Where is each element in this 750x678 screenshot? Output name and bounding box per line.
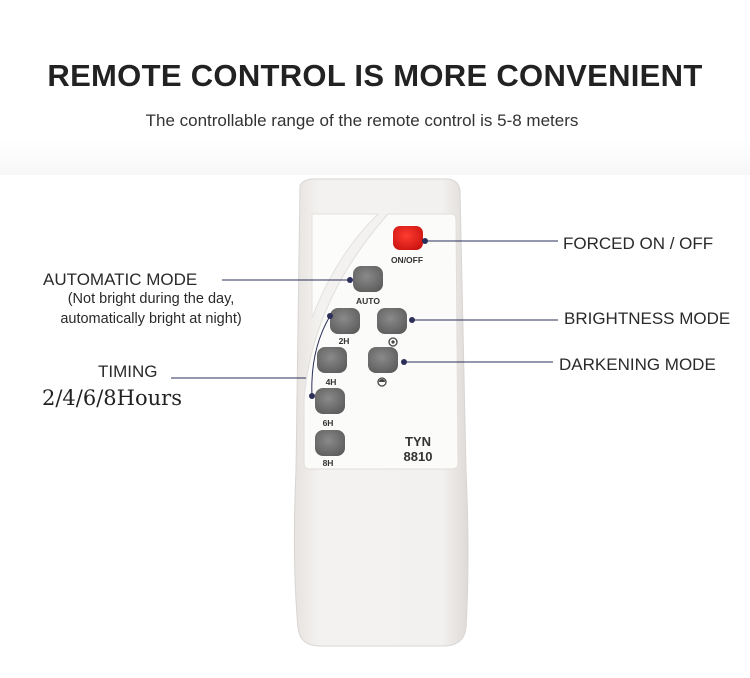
timer-4h-button[interactable]: [317, 347, 347, 373]
remote-bevel: [311, 213, 380, 319]
darkening-mode-label: DARKENING MODE: [559, 355, 716, 374]
page-subtitle: The controllable range of the remote con…: [145, 111, 579, 130]
timing-values: 2/4/6/8Hours: [42, 386, 182, 410]
power-button[interactable]: [393, 226, 423, 250]
auto-button[interactable]: [353, 266, 383, 292]
darkening-icon: [377, 377, 387, 387]
power-button-label: ON/OFF: [391, 255, 423, 265]
automatic-note-line-1: (Not bright during the day,: [67, 291, 235, 307]
forced-on-off-label: FORCED ON / OFF: [563, 234, 714, 253]
timing-bracket: [311, 315, 331, 397]
model-line-2: 8810: [404, 449, 433, 464]
timer-6h-button[interactable]: [315, 388, 345, 414]
timer-8h-label: 8H: [323, 458, 334, 468]
timer-8h-button[interactable]: [315, 430, 345, 456]
auto-button-label: AUTO: [356, 296, 380, 306]
darkening-icon-core: [379, 379, 385, 382]
page-title: REMOTE CONTROL IS MORE CONVENIENT: [47, 58, 703, 93]
brightness-button[interactable]: [377, 308, 407, 334]
brightness-icon: [388, 337, 398, 347]
callout-lines: [171, 240, 558, 397]
brightness-mode-label: BRIGHTNESS MODE: [564, 309, 731, 328]
brightness-icon-core: [391, 340, 395, 344]
header-band: [0, 0, 750, 175]
model-line-1: TYN: [405, 434, 431, 449]
timer-2h-label: 2H: [339, 336, 350, 346]
callout-dots: [309, 238, 428, 399]
timer-6h-label: 6H: [323, 418, 334, 428]
darkening-button[interactable]: [368, 347, 398, 373]
timer-4h-label: 4H: [326, 377, 337, 387]
automatic-mode-label: AUTOMATIC MODE: [43, 270, 198, 289]
automatic-note-line-2: automatically bright at night): [60, 311, 242, 327]
timing-label: TIMING: [98, 362, 158, 381]
timer-2h-button[interactable]: [330, 308, 360, 334]
